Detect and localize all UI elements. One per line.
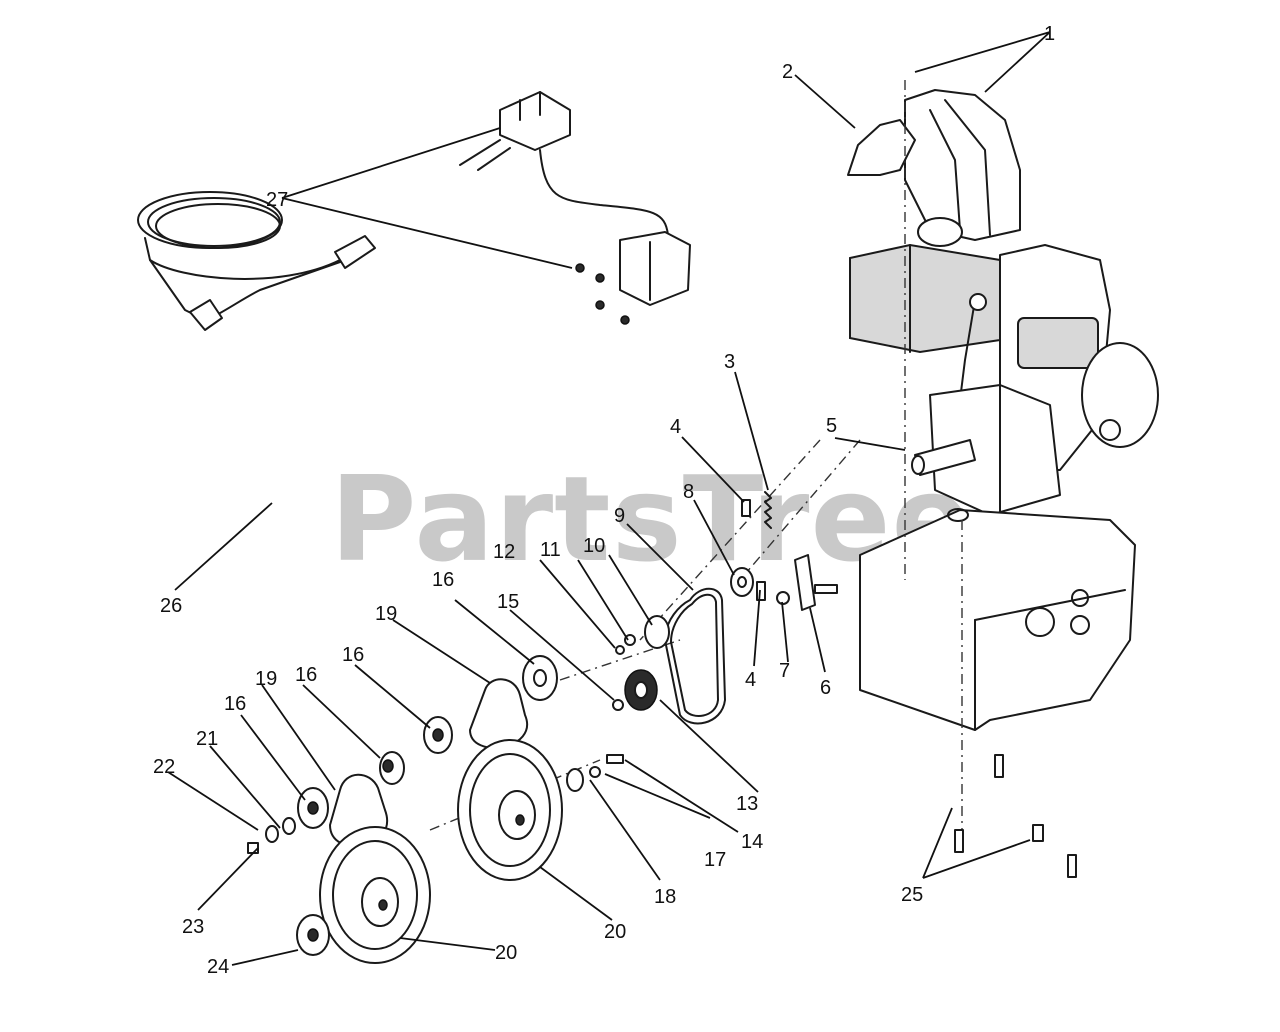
callout-13: 13 (736, 793, 758, 815)
callout-26: 26 (160, 595, 182, 617)
callout-11: 11 (540, 539, 561, 561)
electric-starter-assembly (459, 91, 691, 325)
starter-outlet-box (619, 231, 691, 306)
large-belt-lower (329, 773, 389, 848)
callout-2: 2 (782, 61, 793, 83)
callout-16a: 16 (432, 569, 454, 591)
large-pulley-lower (319, 826, 431, 964)
callout-18: 18 (654, 886, 676, 908)
callout-10: 10 (583, 535, 605, 557)
engine-assembly (847, 80, 1159, 830)
callout-1: 1 (1044, 23, 1055, 45)
callout-27: 27 (266, 189, 288, 211)
large-belt-upper (469, 678, 529, 749)
callout-19b: 19 (255, 668, 277, 690)
callout-17: 17 (704, 849, 726, 871)
starter-switch-box (499, 91, 571, 151)
small-belt (664, 587, 726, 725)
callout-6: 6 (820, 677, 831, 699)
muffler (1017, 317, 1099, 369)
recoil-starter (1081, 342, 1159, 448)
callout-21: 21 (196, 728, 218, 750)
callout-22: 22 (153, 756, 175, 778)
spring (764, 491, 772, 529)
callout-25: 25 (901, 884, 923, 906)
callout-7: 7 (779, 660, 790, 682)
callout-8: 8 (683, 481, 694, 503)
power-cord (137, 191, 376, 331)
callout-24: 24 (207, 956, 229, 978)
callout-labels: 1 2 3 4 5 8 9 10 11 12 15 16 19 16 16 19… (153, 23, 1055, 978)
callout-15: 15 (497, 591, 519, 613)
callout-12: 12 (493, 541, 515, 563)
frame-plate (859, 509, 1136, 731)
callout-16b: 16 (342, 644, 364, 666)
callout-20a: 20 (604, 921, 626, 943)
callout-4b: 4 (745, 669, 756, 691)
callout-4: 4 (670, 416, 681, 438)
pulley-belt-assembly (247, 439, 861, 964)
callout-3: 3 (724, 351, 735, 373)
large-pulley-upper (457, 739, 563, 881)
callout-20b: 20 (495, 942, 517, 964)
callout-9: 9 (614, 505, 625, 527)
callout-5: 5 (826, 415, 837, 437)
callout-19a: 19 (375, 603, 397, 625)
callout-23: 23 (182, 916, 204, 938)
chute-deflector (847, 119, 916, 176)
callout-14: 14 (741, 831, 763, 853)
callout-16c: 16 (295, 664, 317, 686)
leader-lines (167, 31, 1051, 966)
mounting-bolts (954, 754, 1077, 878)
callout-16d: 16 (224, 693, 246, 715)
